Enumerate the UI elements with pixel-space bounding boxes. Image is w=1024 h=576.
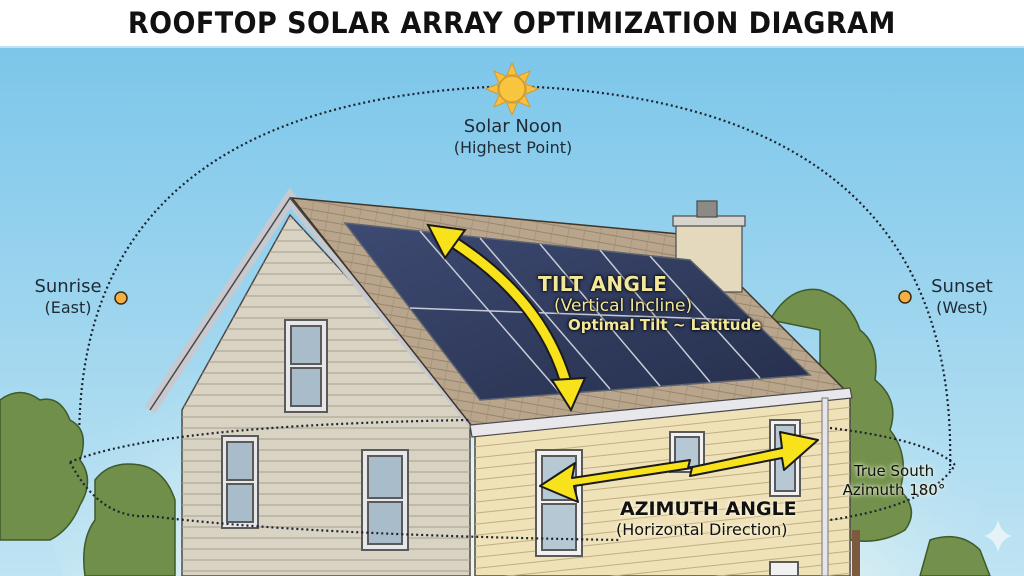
solar-noon-sub: (Highest Point) [453,137,573,157]
sunrise-label: Sunrise (East) [18,276,118,317]
true-south-title: True South [853,462,935,480]
sunset-sub: (West) [936,297,988,317]
scene-illustration [0,46,1024,576]
sparkle-icon [984,520,1012,552]
solar-noon-title: Solar Noon [463,116,563,137]
tree-left [0,391,176,576]
tilt-arrow-icon [426,223,587,413]
tilt-angle-label: TILT ANGLE (Vertical Incline) Optimal Ti… [538,272,761,334]
sunset-label: Sunset (West) [912,276,1012,317]
tilt-angle-note: Optimal Tilt ~ Latitude [568,316,762,334]
solar-panel-array [343,222,812,401]
sunrise-title: Sunrise [34,276,102,297]
azimuth-angle-label: AZIMUTH ANGLE (Horizontal Direction) [616,498,797,539]
true-south-label: True South Azimuth 180° [834,462,954,500]
true-south-azimuth: Azimuth 180° [842,480,946,499]
sunset-title: Sunset [931,276,993,297]
azimuth-angle-sub: (Horizontal Direction) [616,520,788,539]
tilt-angle-sub: (Vertical Incline) [554,296,693,316]
sunrise-marker-icon [114,291,128,305]
sun-icon [484,61,540,117]
azimuth-arrow-icon [539,431,819,503]
tilt-angle-title: TILT ANGLE [538,272,668,296]
solar-noon-label: Solar Noon (Highest Point) [438,116,588,157]
sunset-marker-icon [898,290,912,304]
diagram-title: ROOFTOP SOLAR ARRAY OPTIMIZATION DIAGRAM [128,6,896,40]
sunrise-sub: (East) [44,297,92,317]
azimuth-angle-title: AZIMUTH ANGLE [620,498,797,520]
title-bar: ROOFTOP SOLAR ARRAY OPTIMIZATION DIAGRAM [0,0,1024,48]
window [221,319,409,551]
scene: Solar Noon (Highest Point) Sunrise (East… [0,46,1024,576]
